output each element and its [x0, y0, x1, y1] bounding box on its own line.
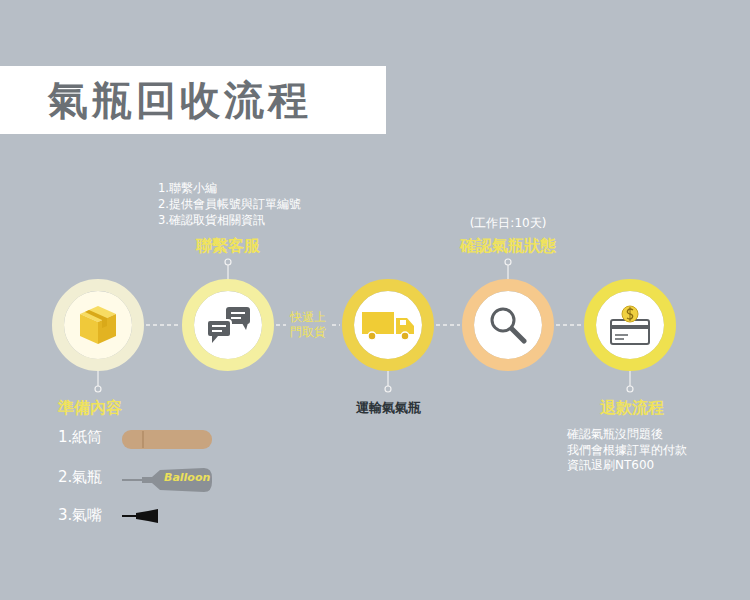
ring-shape [182, 279, 274, 371]
step-note: 2.提供會員帳號與訂單編號 [158, 197, 301, 212]
ring [188, 285, 268, 365]
step-circle: (工作日:10天)確認氣瓶狀態 [462, 279, 554, 371]
ring [58, 285, 138, 365]
chat-icon [207, 307, 250, 343]
step-note: 3.確認取貨相關資訊 [158, 213, 265, 228]
step-circle: 運輸氣氣瓶 [342, 279, 434, 371]
paper-tube [122, 430, 212, 449]
step-note: (工作日:10天) [470, 216, 547, 232]
step-circle: 準備內容 [52, 279, 144, 371]
ring [468, 285, 548, 365]
step-heading: 退款流程 [600, 398, 664, 419]
disc [596, 291, 664, 359]
step-circle: 1.聯繫小編2.提供會員帳號與訂單編號3.確認取貨相關資訊聯繫客服 [182, 279, 274, 371]
disc [354, 291, 422, 359]
disc [194, 291, 262, 359]
dashed-connector [146, 324, 180, 326]
edge-label: 快遞上 門取貨 [286, 309, 330, 341]
step-heading: 聯繫客服 [196, 236, 260, 257]
dashed-connector [436, 324, 460, 326]
bottle-logo: Balloon [164, 471, 210, 485]
disc [474, 291, 542, 359]
item-label: 1.紙筒 [58, 428, 102, 448]
step-heading: 確認氣瓶狀態 [460, 236, 556, 257]
disc [64, 291, 132, 359]
ring [348, 285, 428, 365]
step-heading: 準備內容 [58, 398, 122, 419]
step-note: 1.聯繫小編 [158, 181, 217, 196]
nozzle [122, 509, 158, 523]
ring-shape [584, 279, 676, 371]
ring-shape [462, 279, 554, 371]
gas-bottle [122, 468, 212, 492]
ring-shape [342, 279, 434, 371]
step-note: 確認氣瓶沒問題後 我們會根據訂單的付款 資訊退刷NT600 [567, 427, 712, 474]
ring [590, 285, 670, 365]
box-icon [80, 306, 116, 344]
magnifier-icon [492, 309, 524, 341]
ring-shape [52, 279, 144, 371]
title: 氣瓶回收流程 [48, 72, 312, 128]
item-label: 2.氣瓶 [58, 468, 102, 488]
item-label: 3.氣嘴 [58, 506, 102, 526]
truck-icon [362, 312, 414, 340]
step-circle: 退款流程確認氣瓶沒問題後 我們會根據訂單的付款 資訊退刷NT600 [584, 279, 676, 371]
card-icon [611, 306, 649, 344]
step-heading: 運輸氣氣瓶 [356, 400, 421, 417]
dashed-connector [556, 324, 582, 326]
title-band [0, 66, 386, 134]
leader-lines [95, 259, 633, 392]
